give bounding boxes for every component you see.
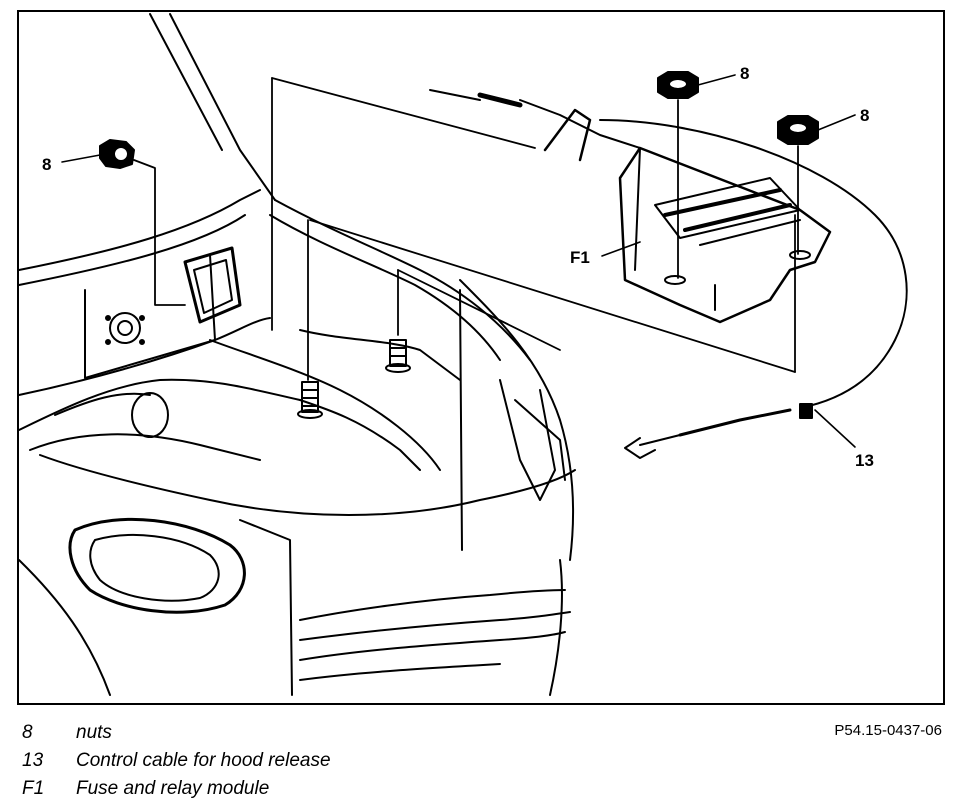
mounting-stud-right bbox=[385, 339, 411, 373]
mounting-stud-left bbox=[297, 381, 323, 419]
legend-key: 13 bbox=[22, 750, 44, 771]
legend-text: nuts bbox=[76, 722, 112, 743]
nut-icon bbox=[99, 139, 186, 306]
legend-key: F1 bbox=[22, 778, 45, 799]
callout-nut-top: 8 bbox=[740, 64, 749, 83]
callout-cable: 13 bbox=[855, 451, 874, 470]
figure-id: P54.15-0437-06 bbox=[834, 722, 942, 739]
legend-text: Control cable for hood release bbox=[76, 750, 331, 771]
callout-module: F1 bbox=[570, 248, 590, 267]
nut-icon bbox=[657, 71, 699, 279]
callout-nut-right: 8 bbox=[860, 106, 869, 125]
hood-release-cable bbox=[429, 89, 908, 459]
vehicle-body bbox=[18, 13, 576, 696]
legend-text: Fuse and relay module bbox=[76, 778, 270, 799]
exploded-view-panel bbox=[271, 77, 796, 381]
diagram-frame bbox=[17, 10, 945, 705]
callout-leaders bbox=[61, 74, 856, 448]
fuse-relay-module bbox=[618, 146, 832, 324]
callout-nut-left: 8 bbox=[42, 155, 51, 174]
legend-key: 8 bbox=[22, 722, 33, 743]
nut-icon bbox=[777, 115, 819, 255]
